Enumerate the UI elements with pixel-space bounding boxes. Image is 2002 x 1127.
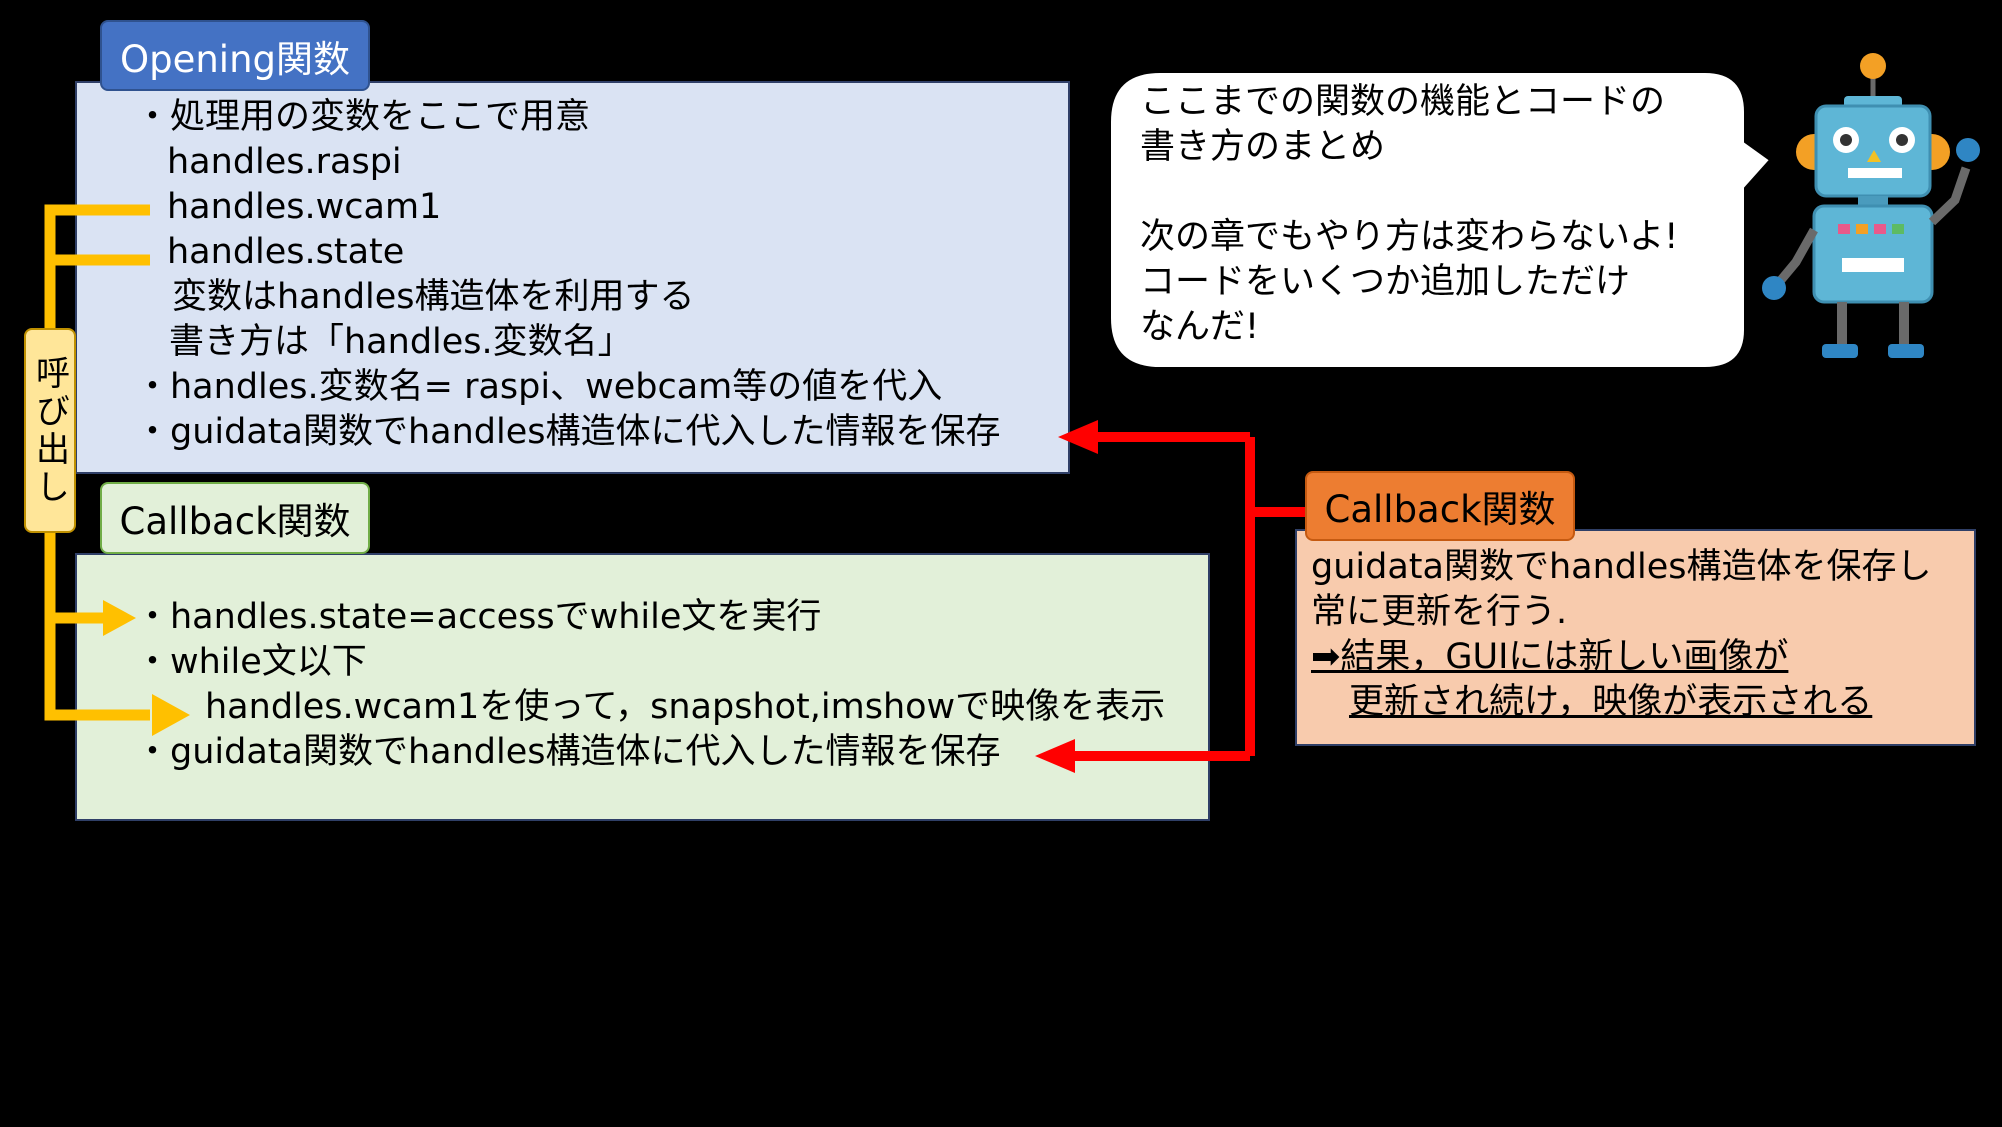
call-label: 呼び出し <box>24 328 76 533</box>
opening-line: ・guidata関数でhandles構造体に代入した情報を保存 <box>135 412 1001 452</box>
callback-summary-tab: Callback関数 <box>1305 471 1575 541</box>
speech-bubble <box>1109 71 1772 369</box>
summary-line: 常に更新を行う. <box>1311 592 1568 632</box>
opening-line: handles.wcam1 <box>167 187 442 227</box>
callback-line: handles.wcam1を使って，snapshot,imshowで映像を表示 <box>205 687 1166 727</box>
call-arrowhead-2 <box>152 694 190 736</box>
guidata-arrowhead-1 <box>1058 420 1098 454</box>
opening-line: 書き方は「handles.変数名」 <box>169 322 633 362</box>
guidata-connector <box>1072 432 1305 761</box>
speech-line: コードをいくつか追加しただけ <box>1140 262 1631 302</box>
opening-line: handles.state <box>167 232 405 272</box>
speech-bubble-text: ここまでの関数の機能とコードの 書き方のまとめ 次の章でもやり方は変わらないよ!… <box>1140 80 1678 350</box>
callback-tab: Callback関数 <box>100 482 370 554</box>
speech-line: なんだ! <box>1140 307 1260 347</box>
opening-tab: Opening関数 <box>100 20 370 91</box>
opening-line: ・処理用の変数をここで用意 <box>135 97 591 137</box>
robot-illustration <box>1762 53 1980 358</box>
summary-line: guidata関数でhandles構造体を保存し <box>1311 547 1932 587</box>
callback-line: ・while文以下 <box>135 642 367 682</box>
summary-line: 更新され続け，映像が表示される <box>1349 682 1873 722</box>
guidata-arrowhead-2 <box>1035 739 1075 773</box>
speech-line <box>1140 170 1678 215</box>
speech-line: 書き方のまとめ <box>1140 127 1386 167</box>
call-arrowhead-1 <box>103 600 136 636</box>
opening-panel: ・処理用の変数をここで用意 handles.raspi handles.wcam… <box>75 81 1070 474</box>
callback-summary-panel: guidata関数でhandles構造体を保存し 常に更新を行う. ➡結果，GU… <box>1295 529 1976 746</box>
opening-line: 変数はhandles構造体を利用する <box>172 277 695 317</box>
callback-panel: ・handles.state=accessでwhile文を実行 ・while文以… <box>75 553 1210 821</box>
callback-line: ・handles.state=accessでwhile文を実行 <box>135 597 822 637</box>
speech-line: ここまでの関数の機能とコードの <box>1140 82 1666 122</box>
speech-line: 次の章でもやり方は変わらないよ! <box>1140 217 1679 257</box>
opening-line: ・handles.変数名= raspi、webcam等の値を代入 <box>135 367 943 407</box>
opening-line: handles.raspi <box>167 142 402 182</box>
summary-line: ➡結果，GUIには新しい画像が <box>1311 637 1789 677</box>
callback-line: ・guidata関数でhandles構造体に代入した情報を保存 <box>135 732 1001 772</box>
